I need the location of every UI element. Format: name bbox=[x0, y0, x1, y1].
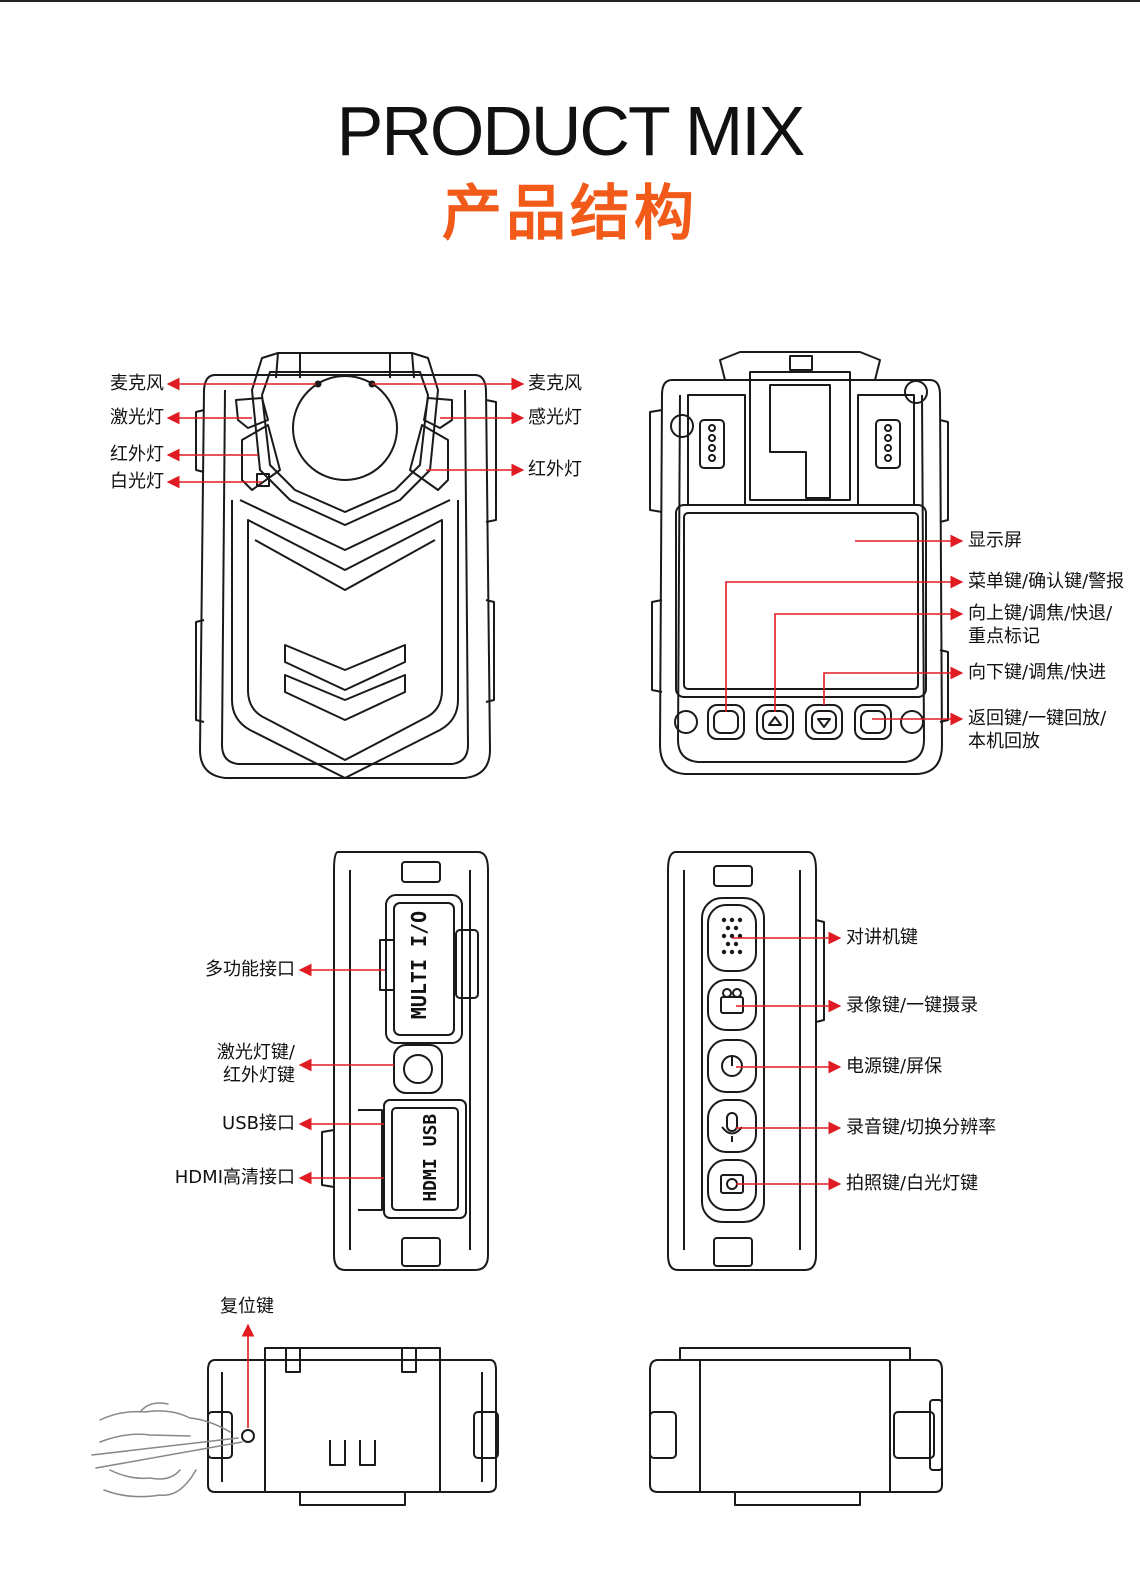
label-infrared-key: 红外灯键 bbox=[223, 1065, 295, 1086]
label-infrared-light-right: 红外灯 bbox=[528, 459, 582, 480]
label-up-key-2: 重点标记 bbox=[968, 626, 1040, 647]
callout-arrows bbox=[166, 377, 964, 1428]
label-menu-key: 菜单键/确认键/警报 bbox=[968, 571, 1125, 592]
page-title-zh: 产品结构 bbox=[442, 179, 698, 249]
multi-io-port-text: MULTI I/O bbox=[407, 911, 431, 1019]
label-reset-key: 复位键 bbox=[220, 1296, 274, 1317]
label-record-key: 录像键/一键摄录 bbox=[846, 995, 979, 1016]
label-hdmi-port: HDMI高清接口 bbox=[174, 1167, 295, 1188]
label-white-light: 白光灯 bbox=[110, 471, 164, 492]
label-down-key: 向下键/调焦/快进 bbox=[968, 662, 1107, 683]
label-multi-io: 多功能接口 bbox=[205, 959, 295, 980]
label-front-mic-left: 麦克风 bbox=[110, 373, 164, 394]
left-side-view bbox=[321, 851, 489, 1271]
back-view bbox=[649, 351, 949, 775]
label-infrared-light-left: 红外灯 bbox=[110, 444, 164, 465]
label-up-key: 向上键/调焦/快退/ bbox=[968, 603, 1113, 624]
top-rule bbox=[0, 0, 1140, 2]
label-power-key: 电源键/屏保 bbox=[846, 1056, 943, 1077]
label-laser-key: 激光灯键/ bbox=[216, 1042, 295, 1063]
hdmi-port-text: HDMI bbox=[420, 1158, 441, 1201]
label-usb-port: USB接口 bbox=[222, 1113, 295, 1134]
label-front-mic-right: 麦克风 bbox=[528, 373, 582, 394]
bottom-view bbox=[207, 1347, 499, 1506]
right-side-view bbox=[667, 851, 825, 1271]
front-view bbox=[195, 352, 497, 779]
label-talk-key: 对讲机键 bbox=[846, 927, 918, 948]
label-back-key-2: 本机回放 bbox=[968, 731, 1040, 752]
label-photo-key: 拍照键/白光灯键 bbox=[846, 1173, 979, 1194]
bottom-view-2 bbox=[649, 1347, 943, 1506]
label-light-sensor: 感光灯 bbox=[528, 407, 582, 428]
label-audio-key: 录音键/切换分辨率 bbox=[846, 1117, 997, 1138]
talk-button-dots bbox=[721, 917, 743, 955]
hand-illustration bbox=[91, 1402, 243, 1498]
page-title-en: PRODUCT MIX bbox=[336, 92, 806, 170]
label-display: 显示屏 bbox=[968, 530, 1022, 551]
label-laser-light: 激光灯 bbox=[110, 407, 164, 428]
usb-port-text: USB bbox=[420, 1114, 441, 1147]
label-back-key: 返回键/一键回放/ bbox=[968, 708, 1107, 729]
